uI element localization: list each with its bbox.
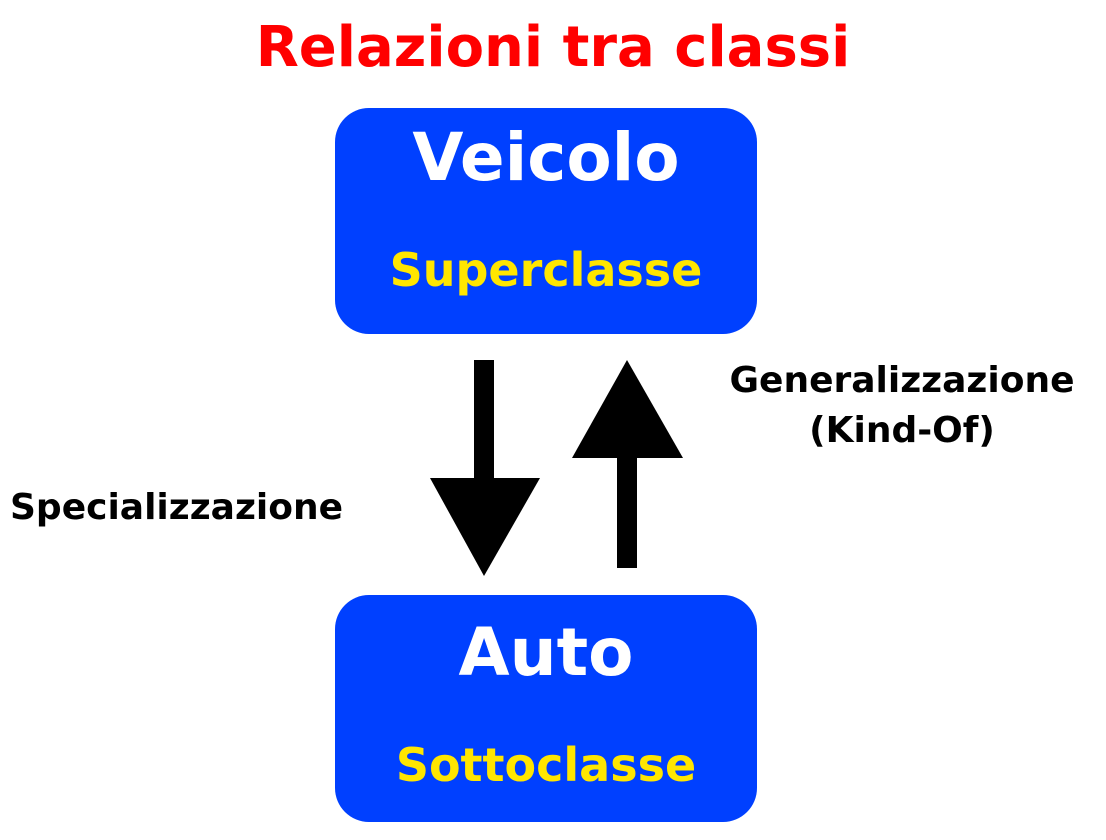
generalization-label: Generalizzazione (Kind-Of) xyxy=(702,356,1102,456)
superclass-box: Veicolo Superclasse xyxy=(335,108,757,334)
superclass-name: Veicolo xyxy=(412,119,680,196)
superclass-role: Superclasse xyxy=(389,243,703,297)
specialization-arrow xyxy=(430,360,540,576)
subclass-box: Auto Sottoclasse xyxy=(335,595,757,822)
generalization-label-line2: (Kind-Of) xyxy=(809,410,995,451)
generalization-arrow xyxy=(572,360,683,568)
diagram-title: Relazioni tra classi xyxy=(255,15,851,80)
subclass-role: Sottoclasse xyxy=(395,738,697,792)
subclass-name: Auto xyxy=(458,614,634,691)
specialization-label: Specializzazione xyxy=(10,487,344,528)
generalization-label-line1: Generalizzazione xyxy=(729,360,1075,401)
